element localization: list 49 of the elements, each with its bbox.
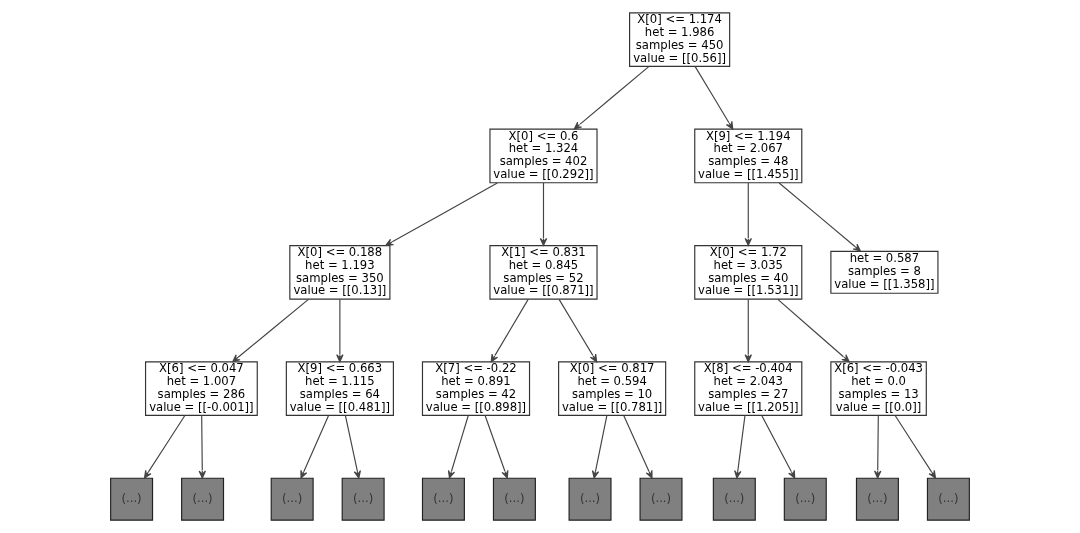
arrow: [573, 66, 650, 130]
arrow: [734, 414, 746, 479]
arrow: [300, 414, 330, 479]
node-box: (...): [855, 477, 899, 521]
arrow: [143, 414, 186, 479]
arrow: [336, 298, 344, 363]
arrow: [623, 414, 653, 479]
node-box: het = 0.587 samples = 8 value = [[1.358]]: [830, 250, 939, 294]
node-box: (...): [421, 477, 465, 521]
node-box: (...): [110, 477, 154, 521]
arrow: [591, 414, 608, 479]
node-box: (...): [712, 477, 756, 521]
node-box: (...): [181, 477, 225, 521]
node-box: (...): [492, 477, 536, 521]
node-box: X[0] <= 0.6 het = 1.324 samples = 402 value = [[0.292]]: [489, 128, 598, 184]
node-box: X[6] <= 0.047 het = 1.007 samples = 286 value = [[-0.001]]: [145, 361, 258, 416]
node-box: X[0] <= 1.174 het = 1.986 samples = 450 value = [[0.56]]: [629, 12, 731, 67]
node-box: X[1] <= 0.831 het = 0.845 samples = 52 value = [[0.871]]: [489, 245, 598, 300]
node-box: X[7] <= -0.22 het = 0.891 samples = 42 value = [[0.898]]: [421, 361, 531, 416]
arrow: [344, 414, 361, 479]
node-box: X[0] <= 0.817 het = 0.594 samples = 10 value = [[0.781]]: [558, 361, 667, 416]
arrow: [744, 298, 752, 363]
node-box: X[9] <= 0.663 het = 1.115 samples = 64 value = [[0.481]]: [285, 361, 394, 416]
node-box: (...): [783, 477, 827, 521]
node-box: (...): [341, 477, 385, 521]
node-box: (...): [926, 477, 970, 521]
node-box: (...): [639, 477, 683, 521]
arrow: [694, 66, 734, 130]
arrow: [539, 182, 548, 246]
arrow: [874, 414, 882, 479]
arrow: [484, 414, 509, 479]
arrow: [232, 298, 310, 363]
arrow: [385, 182, 498, 246]
arrow: [198, 414, 206, 479]
arrow: [894, 414, 937, 479]
node-box: X[9] <= 1.194 het = 2.067 samples = 48 value = [[1.455]]: [694, 128, 803, 184]
arrow: [778, 182, 861, 252]
node-box: (...): [568, 477, 612, 521]
arrow: [777, 298, 850, 363]
node-box: X[6] <= -0.043 het = 0.0 samples = 13 value = [[0.0]]: [830, 361, 927, 416]
arrow: [490, 298, 529, 363]
node-box: X[0] <= 1.72 het = 3.035 samples = 40 value = [[1.531]]: [694, 245, 803, 300]
node-box: X[0] <= 0.188 het = 1.193 samples = 350 value = [[0.13]]: [289, 245, 391, 300]
arrow: [744, 182, 752, 246]
arrow: [761, 414, 796, 479]
node-box: X[8] <= -0.404 het = 2.043 samples = 27 value = [[1.205]]: [694, 361, 803, 416]
node-box: (...): [270, 477, 314, 521]
arrow: [447, 414, 469, 479]
arrow: [558, 298, 598, 363]
